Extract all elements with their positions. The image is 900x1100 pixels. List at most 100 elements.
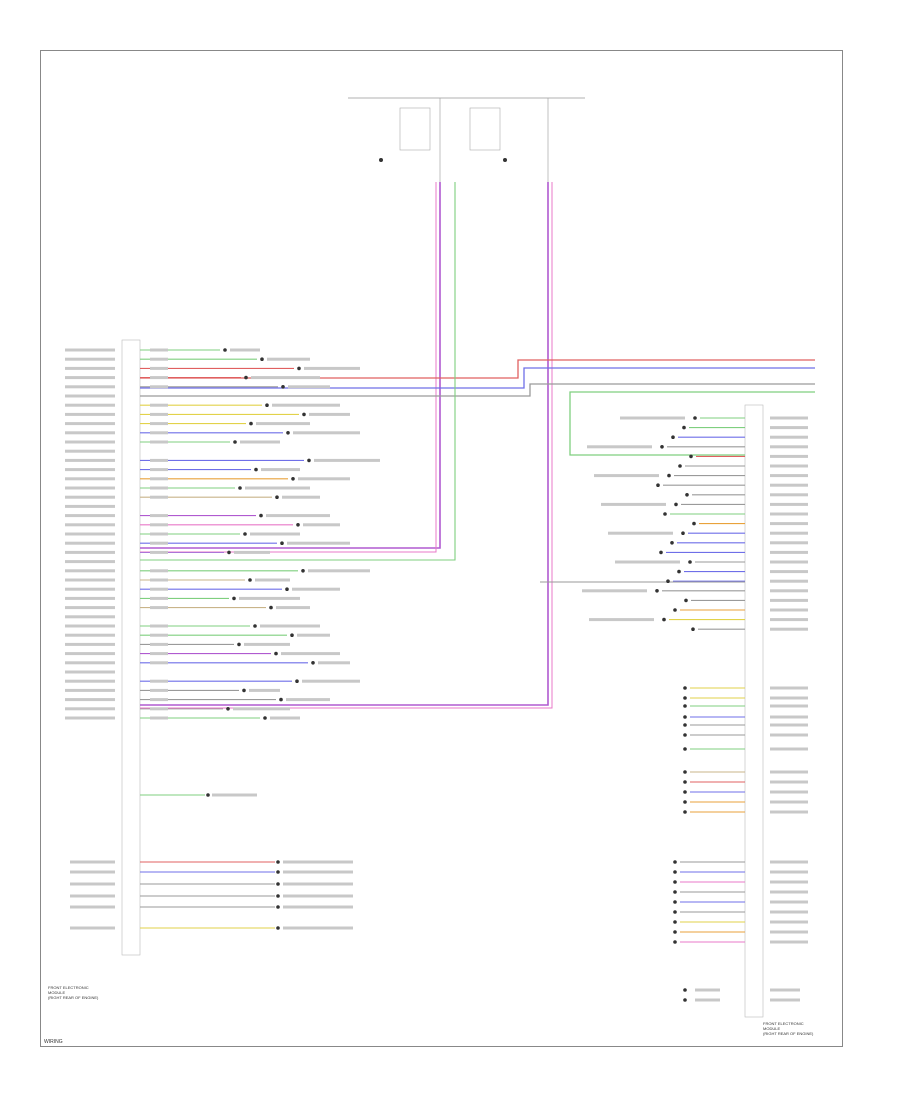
- label-placeholder: [150, 385, 168, 389]
- label-placeholder: [150, 514, 168, 518]
- label-placeholder: [770, 522, 808, 526]
- connector-pin: [683, 998, 687, 1002]
- label-placeholder: [770, 445, 808, 449]
- right-module-label: FRONT ELECTRONIC MODULE (RIGHT REAR OF E…: [763, 1021, 814, 1036]
- connector-pin: [656, 483, 660, 488]
- connector-pin: [290, 633, 294, 637]
- wire-trunk: [140, 359, 815, 379]
- label-placeholder: [65, 624, 115, 628]
- label-placeholder: [770, 715, 808, 719]
- label-placeholder: [303, 523, 340, 527]
- label-placeholder: [770, 790, 808, 794]
- connector-pin: [276, 860, 280, 864]
- label-placeholder: [292, 587, 340, 591]
- label-placeholder: [770, 686, 808, 690]
- connector-pin: [685, 493, 689, 497]
- wire-trunk: [140, 383, 815, 397]
- label-placeholder: [770, 860, 808, 864]
- label-placeholder: [150, 707, 168, 711]
- label-placeholder: [272, 403, 340, 407]
- connector-pin: [666, 579, 670, 583]
- label-placeholder: [283, 926, 353, 930]
- connector-pin: [683, 800, 687, 804]
- wire-trunk: [140, 182, 456, 561]
- label-placeholder: [308, 569, 370, 573]
- label-placeholder: [70, 860, 115, 864]
- right-module-body: [744, 404, 764, 1018]
- connector-pin: [655, 589, 659, 593]
- label-placeholder: [65, 495, 115, 499]
- pin-group: [206, 348, 697, 1002]
- label-placeholder: [283, 870, 353, 874]
- label-placeholder: [270, 716, 300, 720]
- label-placeholder: [770, 780, 808, 784]
- wire-trunk: [140, 367, 815, 389]
- label-placeholder: [65, 615, 115, 619]
- label-placeholder: [608, 531, 673, 535]
- connector-pin: [691, 627, 695, 631]
- left-module-label: FRONT ELECTRONIC MODULE (RIGHT REAR OF E…: [48, 985, 99, 1000]
- label-placeholder: [65, 633, 115, 637]
- wire-trunk: [569, 391, 815, 456]
- label-placeholder: [65, 431, 115, 435]
- connector-pin: [673, 860, 677, 864]
- connector-pin: [677, 569, 681, 574]
- connector-pin: [674, 502, 678, 507]
- label-placeholder: [150, 486, 168, 490]
- connector-pin: [276, 894, 280, 898]
- label-placeholder: [65, 532, 115, 536]
- connector-pin: [276, 905, 280, 909]
- label-placeholder: [297, 633, 330, 637]
- connector-pin: [242, 688, 246, 693]
- label-placeholder: [230, 348, 260, 352]
- label-placeholder: [287, 541, 350, 545]
- connector-pin: [693, 416, 697, 420]
- connector-pin: [232, 596, 236, 601]
- label-placeholder: [65, 698, 115, 702]
- label-placeholder: [582, 589, 647, 593]
- label-placeholder: [240, 440, 280, 444]
- label-placeholder: [150, 412, 168, 416]
- label-placeholder: [65, 578, 115, 582]
- label-placeholder: [283, 860, 353, 864]
- label-placeholder: [65, 560, 115, 564]
- label-placeholder: [65, 449, 115, 453]
- label-placeholder: [150, 403, 168, 407]
- label-placeholder: [150, 587, 168, 591]
- label-placeholder: [770, 570, 808, 574]
- label-placeholder: [150, 679, 168, 683]
- connector-pin: [249, 421, 253, 426]
- label-placeholder: [65, 440, 115, 444]
- label-placeholder: [770, 940, 808, 944]
- label-placeholder: [695, 998, 720, 1002]
- label-placeholder: [150, 578, 168, 582]
- label-placeholder: [770, 627, 808, 631]
- label-placeholder: [283, 894, 353, 898]
- label-placeholder: [150, 716, 168, 720]
- connector-pin: [682, 425, 686, 430]
- label-placeholder: [615, 560, 680, 564]
- label-placeholder: [150, 348, 168, 352]
- connector-pin: [227, 550, 231, 555]
- connector-pin: [296, 523, 300, 527]
- connector-pin: [673, 880, 677, 884]
- label-placeholder: [65, 366, 115, 370]
- connector-pin: [683, 733, 687, 737]
- label-placeholder: [65, 504, 115, 508]
- label-placeholder: [150, 431, 168, 435]
- label-placeholder: [65, 688, 115, 692]
- label-placeholder: [245, 486, 310, 490]
- label-placeholder: [260, 624, 320, 628]
- label-placeholder: [150, 596, 168, 600]
- label-placeholder: [233, 707, 290, 711]
- connector-pin: [673, 910, 677, 914]
- label-placeholder: [255, 578, 290, 582]
- label-placeholder: [65, 394, 115, 398]
- label-placeholder: [65, 458, 115, 462]
- connector-pin: [662, 617, 666, 622]
- connector-pin: [667, 473, 671, 478]
- label-placeholder: [281, 652, 340, 656]
- wire-group: [140, 182, 815, 943]
- connector-pin: [281, 385, 285, 389]
